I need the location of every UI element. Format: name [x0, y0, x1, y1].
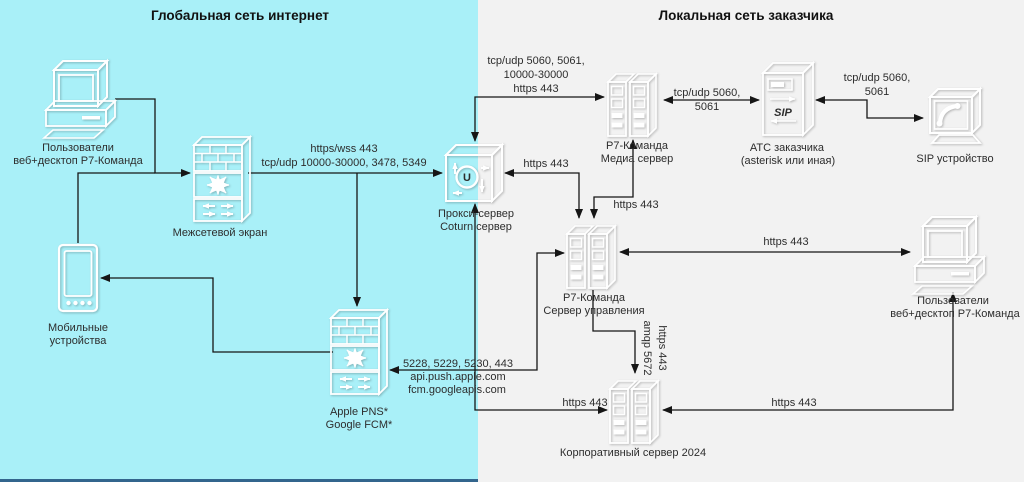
corp-label: Корпоративный сервер 2024 [560, 447, 706, 459]
edge-atc-sip-label-2: 5061 [865, 86, 889, 98]
edge-mgmt-corp-amqp-label: amqp 5672 [641, 320, 653, 375]
desktop-computer-icon [912, 216, 985, 295]
edge-media-atc-label-2: 5061 [695, 101, 719, 113]
mgmt-label-1: Р7-Команда [563, 292, 626, 304]
connector-users-mobile [77, 172, 155, 243]
corporate-server-icon [609, 380, 659, 444]
sip-device-label: SIP устройство [916, 153, 993, 165]
users-left-label-1: Пользователи [42, 142, 114, 154]
edge-proxy-corp-label: https 443 [562, 397, 607, 409]
media-label-1: Р7-Команда [606, 140, 669, 152]
firewall-icon [194, 137, 250, 221]
edge-mgmt-users-label: https 443 [763, 236, 808, 248]
edge-fw-proxy-label-1: https/wss 443 [310, 143, 377, 155]
mobile-label-1: Мобильные [48, 322, 108, 334]
connector-push-mobile [100, 274, 333, 353]
smartphone-icon [57, 243, 99, 313]
edge-proxy-media-label-2: 10000-30000 [504, 69, 569, 81]
connector-proxy-corp [471, 203, 608, 414]
desktop-computer-icon [43, 60, 116, 139]
node-labels: Пользователи веб+десктоп Р7-Команда Межс… [13, 140, 1020, 459]
push-gateway-icon [331, 310, 387, 394]
connector-atc-sip [815, 96, 924, 122]
edge-labels: https/wss 443 tcp/udp 10000-30000, 3478,… [261, 55, 910, 409]
proxy-label-1: Прокси-сервер [438, 208, 514, 220]
atc-label-2: (asterisk или иная) [741, 155, 835, 167]
edge-proxy-media-label-1: tcp/udp 5060, 5061, [487, 55, 584, 67]
atc-label-1: АТС заказчика [750, 142, 825, 154]
edge-push-mgmt-label-3: fcm.googleapis.com [408, 384, 506, 396]
zone-local-title: Локальная сеть заказчика [659, 8, 834, 23]
users-right-label-1: Пользователи [917, 295, 989, 307]
edge-mgmt-corp-https-label: https 443 [656, 325, 668, 370]
connector-proxy-mgmt [504, 169, 583, 219]
edge-proxy-mgmt-label: https 443 [523, 158, 568, 170]
coturn-u-glyph: U [463, 172, 471, 184]
users-right-label-2: веб+десктоп Р7-Команда [890, 308, 1020, 320]
connector-users-firewall [115, 98, 191, 177]
connector-corp-users [662, 292, 957, 414]
coturn-proxy-icon [446, 145, 502, 201]
edge-push-mgmt-label-1: 5228, 5229, 5230, 443 [403, 358, 513, 370]
edge-corp-users-label: https 443 [771, 397, 816, 409]
edge-media-mgmt-label: https 443 [613, 199, 658, 211]
sip-glyph: SIP [774, 107, 792, 119]
sip-pbx-icon [763, 63, 813, 135]
zone-global-internet [0, 0, 478, 482]
edge-atc-sip-label-1: tcp/udp 5060, [844, 72, 911, 84]
edge-media-atc-label-1: tcp/udp 5060, [674, 87, 741, 99]
management-server-icon [566, 225, 616, 289]
edge-push-mgmt-label-2: api.push.apple.com [410, 371, 505, 383]
proxy-label-2: Coturn сервер [440, 221, 512, 233]
zone-internet-title: Глобальная сеть интернет [151, 8, 329, 23]
edge-fw-proxy-label-2: tcp/udp 10000-30000, 3478, 5349 [261, 157, 426, 169]
push-label-1: Apple PNS* [330, 406, 389, 418]
media-server-icon [607, 73, 657, 137]
users-left-label-2: веб+десктоп Р7-Команда [13, 155, 143, 167]
push-label-2: Google FCM* [326, 419, 393, 431]
firewall-label: Межсетевой экран [173, 227, 268, 239]
connector-push-mgmt [389, 249, 565, 374]
sip-phone-icon [930, 89, 980, 143]
mgmt-label-2: Сервер управления [543, 305, 644, 317]
connectors [77, 93, 957, 414]
connector-proxy-media [471, 93, 605, 142]
mobile-label-2: устройства [50, 335, 108, 347]
media-label-2: Медиа сервер [601, 153, 674, 165]
edge-proxy-media-label-3: https 443 [513, 83, 558, 95]
